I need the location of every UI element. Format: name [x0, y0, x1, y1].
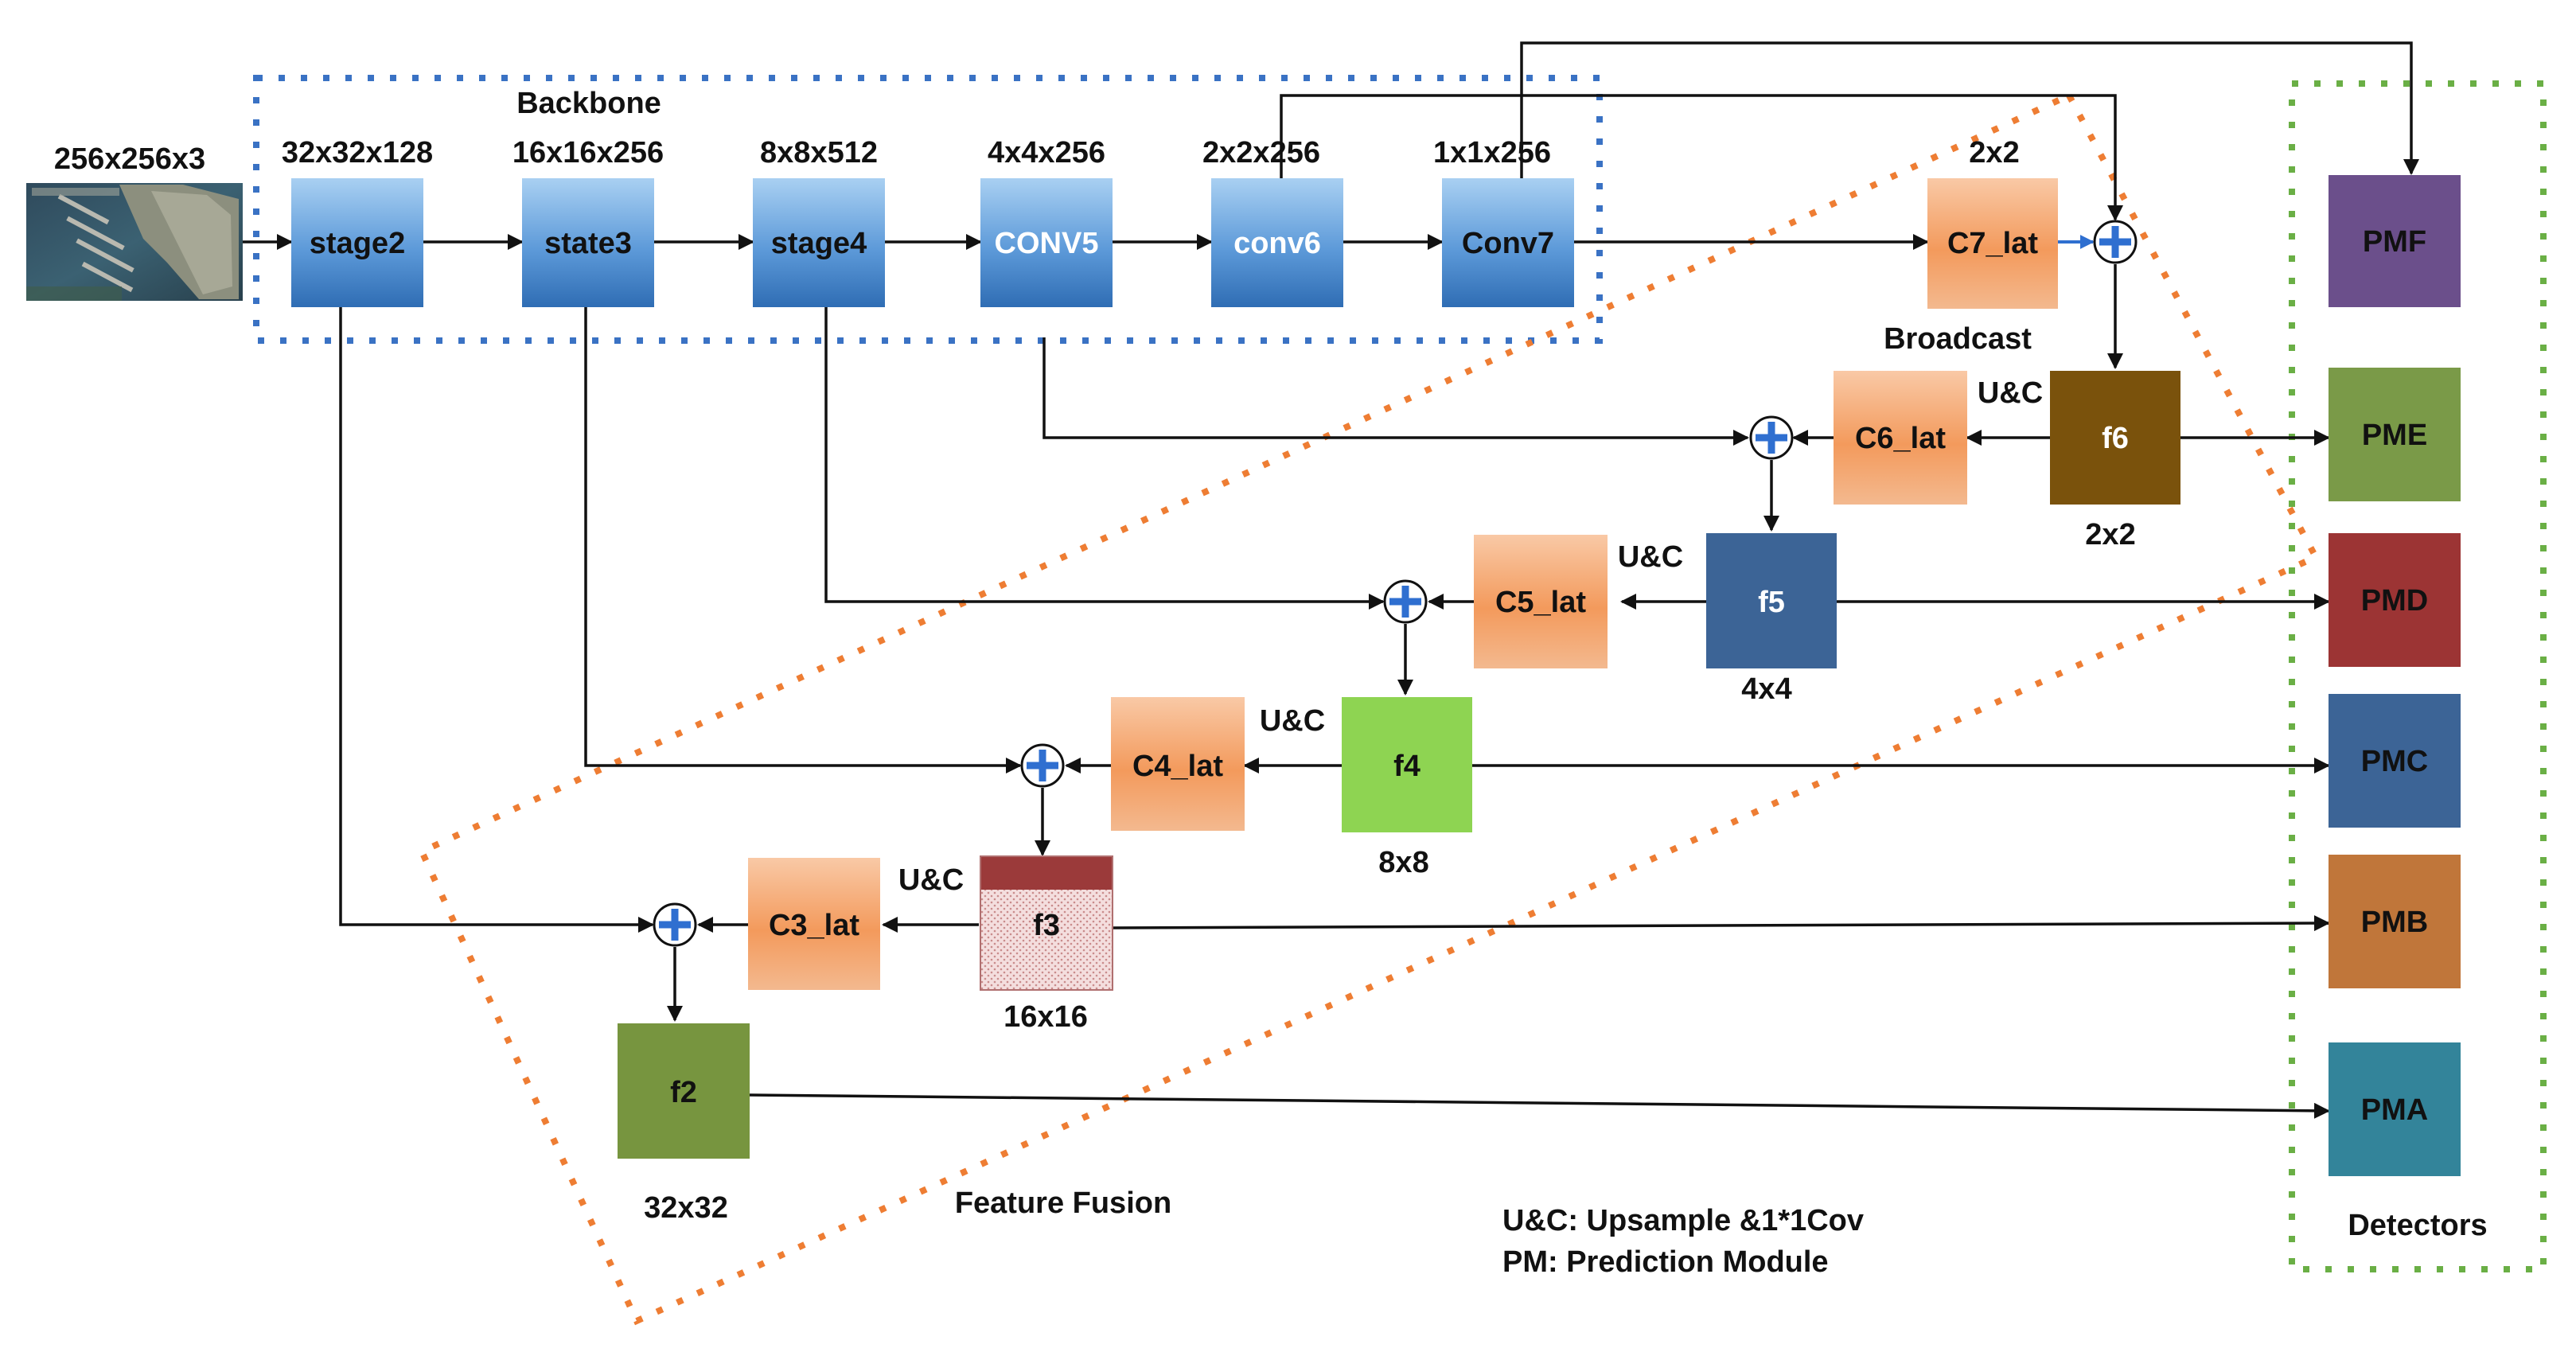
- edge-conv7-pmf: [1520, 41, 2419, 178]
- pmb-label: PMB: [2361, 906, 2428, 939]
- backbone-region-border: [253, 75, 1603, 344]
- detector-pmf: PMF: [2329, 175, 2461, 307]
- stage2-dim: 32x32x128: [282, 136, 433, 170]
- pma-label: PMA: [2361, 1093, 2428, 1127]
- edge-conv5-plus6: [1042, 337, 1749, 446]
- plus-node-6: [1749, 415, 1794, 460]
- uc-label-f3: U&C: [898, 863, 964, 897]
- detectors-title: Detectors: [2348, 1209, 2487, 1242]
- f2-label: f2: [670, 1076, 697, 1109]
- f4-label: f4: [1393, 750, 1421, 783]
- connectors: [243, 41, 2419, 1119]
- f3-dim: 16x16: [1004, 1000, 1088, 1034]
- f6-dim: 2x2: [2085, 518, 2135, 551]
- broadcast-label: Broadcast: [1884, 322, 2032, 356]
- c7lat-label: C7_lat: [1947, 227, 2038, 260]
- feature-f4: f4: [1342, 697, 1472, 832]
- f3-label: f3: [1033, 909, 1060, 942]
- backbone-stage-state3: state3: [522, 178, 654, 307]
- detectors-region-border: [2289, 80, 2547, 1272]
- conv5-dim: 4x4x256: [988, 136, 1105, 170]
- pmf-label: PMF: [2363, 225, 2426, 259]
- c3lat-label: C3_lat: [769, 909, 859, 942]
- edge-stage2-plus3: [339, 307, 654, 933]
- lateral-c7lat: C7_lat: [1927, 178, 2058, 309]
- input-dim: 256x256x3: [54, 142, 205, 176]
- legend-line-2: PM: Prediction Module: [1502, 1245, 1829, 1279]
- pmd-label: PMD: [2361, 584, 2428, 618]
- edge-state3-plus4: [584, 307, 1022, 773]
- c7lat-dim: 2x2: [1969, 136, 2019, 170]
- c6lat-label: C6_lat: [1855, 422, 1946, 455]
- f6-label: f6: [2102, 422, 2129, 455]
- lateral-c6lat: C6_lat: [1834, 371, 1967, 505]
- detector-pmd: PMD: [2329, 533, 2461, 667]
- edge-f2-pma: [749, 1093, 2330, 1119]
- lateral-c3lat: C3_lat: [748, 858, 880, 990]
- backbone-stage-conv6: conv6: [1211, 178, 1343, 307]
- backbone-title: Backbone: [516, 87, 661, 120]
- backbone-stage-stage2: stage2: [291, 178, 423, 307]
- detector-pmb: PMB: [2329, 855, 2461, 988]
- pme-label: PME: [2362, 419, 2427, 452]
- feature-f6: f6: [2050, 371, 2180, 505]
- f5-label: f5: [1758, 586, 1785, 619]
- feature-f2: f2: [618, 1023, 750, 1159]
- edge-stage4-plus5: [824, 307, 1385, 610]
- plus-node-4: [1020, 743, 1065, 788]
- backbone-stage-conv5: CONV5: [980, 178, 1113, 307]
- c5lat-label: C5_lat: [1495, 586, 1586, 619]
- c4lat-label: C4_lat: [1132, 750, 1223, 783]
- stage2-label: stage2: [310, 227, 405, 260]
- conv6-label: conv6: [1233, 227, 1321, 260]
- uc-label-f6: U&C: [1978, 376, 2043, 410]
- plus-node-5: [1383, 579, 1428, 624]
- detector-pma: PMA: [2329, 1042, 2461, 1176]
- plus-node-7: [2093, 220, 2138, 264]
- feature-fusion-region-border: [417, 91, 2321, 1326]
- conv6-dim: 2x2x256: [1202, 136, 1320, 170]
- conv7-dim: 1x1x256: [1433, 136, 1551, 170]
- feature-f3: f3: [980, 855, 1113, 991]
- detector-pmc: PMC: [2329, 694, 2461, 828]
- uc-label-f5: U&C: [1618, 540, 1683, 574]
- lateral-c4lat: C4_lat: [1111, 697, 1245, 831]
- conv5-label: CONV5: [995, 227, 1099, 260]
- edge-f3-pmb: [1112, 915, 2330, 932]
- feature-fusion-title: Feature Fusion: [955, 1186, 1171, 1220]
- lateral-c5lat: C5_lat: [1474, 535, 1608, 668]
- input-image: [26, 183, 243, 301]
- feature-f5: f5: [1706, 533, 1837, 668]
- backbone-stage-stage4: stage4: [753, 178, 885, 307]
- detector-pme: PME: [2329, 368, 2461, 501]
- stage4-dim: 8x8x512: [760, 136, 878, 170]
- backbone-stage-conv7: Conv7: [1442, 178, 1574, 307]
- uc-label-f4: U&C: [1260, 704, 1325, 738]
- f2-dim: 32x32: [644, 1191, 728, 1225]
- edge-conv6-plus7: [1280, 94, 2123, 221]
- plus-node-3: [653, 902, 697, 947]
- stage4-label: stage4: [771, 227, 867, 260]
- conv7-label: Conv7: [1462, 227, 1554, 260]
- f4-dim: 8x8: [1378, 846, 1428, 879]
- legend-line-1: U&C: Upsample &1*1Cov: [1502, 1204, 1864, 1237]
- pmc-label: PMC: [2361, 745, 2428, 778]
- f5-dim: 4x4: [1741, 672, 1791, 706]
- state3-label: state3: [544, 227, 632, 260]
- state3-dim: 16x16x256: [512, 136, 664, 170]
